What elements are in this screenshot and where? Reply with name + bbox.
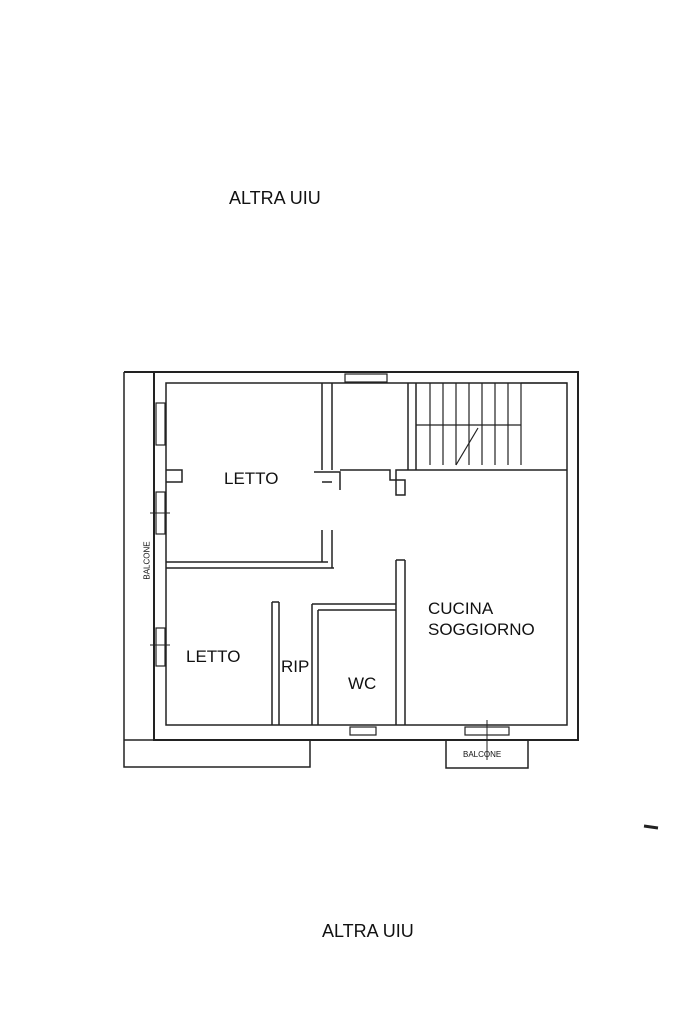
bottom-balcony-label: BALCONE <box>463 750 502 759</box>
side-balcony-label: BALCONE <box>142 541 152 580</box>
door-stub-center <box>314 471 341 490</box>
hall-bottom-wall <box>340 469 567 496</box>
bedroom-1-door-jamb <box>321 530 333 568</box>
top-adjacent-unit-label: ALTRA UIU <box>229 188 321 208</box>
stair-left-wall <box>407 383 417 470</box>
wc-left-wall <box>311 604 319 725</box>
door-stub-left <box>166 469 183 483</box>
exterior-wall-outer <box>153 371 579 741</box>
bathroom-label: WC <box>348 674 377 693</box>
bedroom-1-right-wall <box>321 383 333 470</box>
window-wc <box>349 726 377 736</box>
kitchen-label: CUCINA SOGGIORNO <box>428 598 535 640</box>
bedroom-2-label: LETTO <box>186 647 241 666</box>
closet-label: RIP <box>281 657 310 676</box>
closet-left-wall <box>271 601 280 725</box>
stray-mark <box>643 824 659 830</box>
kitchen-left-wall <box>395 559 406 725</box>
kitchen-label-line-2: SOGGIORNO <box>428 620 535 639</box>
kitchen-label-line-1: CUCINA <box>428 599 494 618</box>
window-left-1 <box>155 402 166 446</box>
bedroom-1-label: LETTO <box>224 469 279 488</box>
exterior-wall-inner <box>165 382 568 726</box>
wc-top-wall <box>312 603 396 611</box>
bedroom-1-bottom-wall <box>166 561 334 569</box>
bottom-adjacent-unit-label: ALTRA UIU <box>322 921 414 941</box>
stairs <box>416 382 567 466</box>
window-left-3 <box>155 627 166 667</box>
outer-outline <box>123 372 311 768</box>
bottom-balcony <box>445 740 529 769</box>
window-top <box>344 373 388 383</box>
